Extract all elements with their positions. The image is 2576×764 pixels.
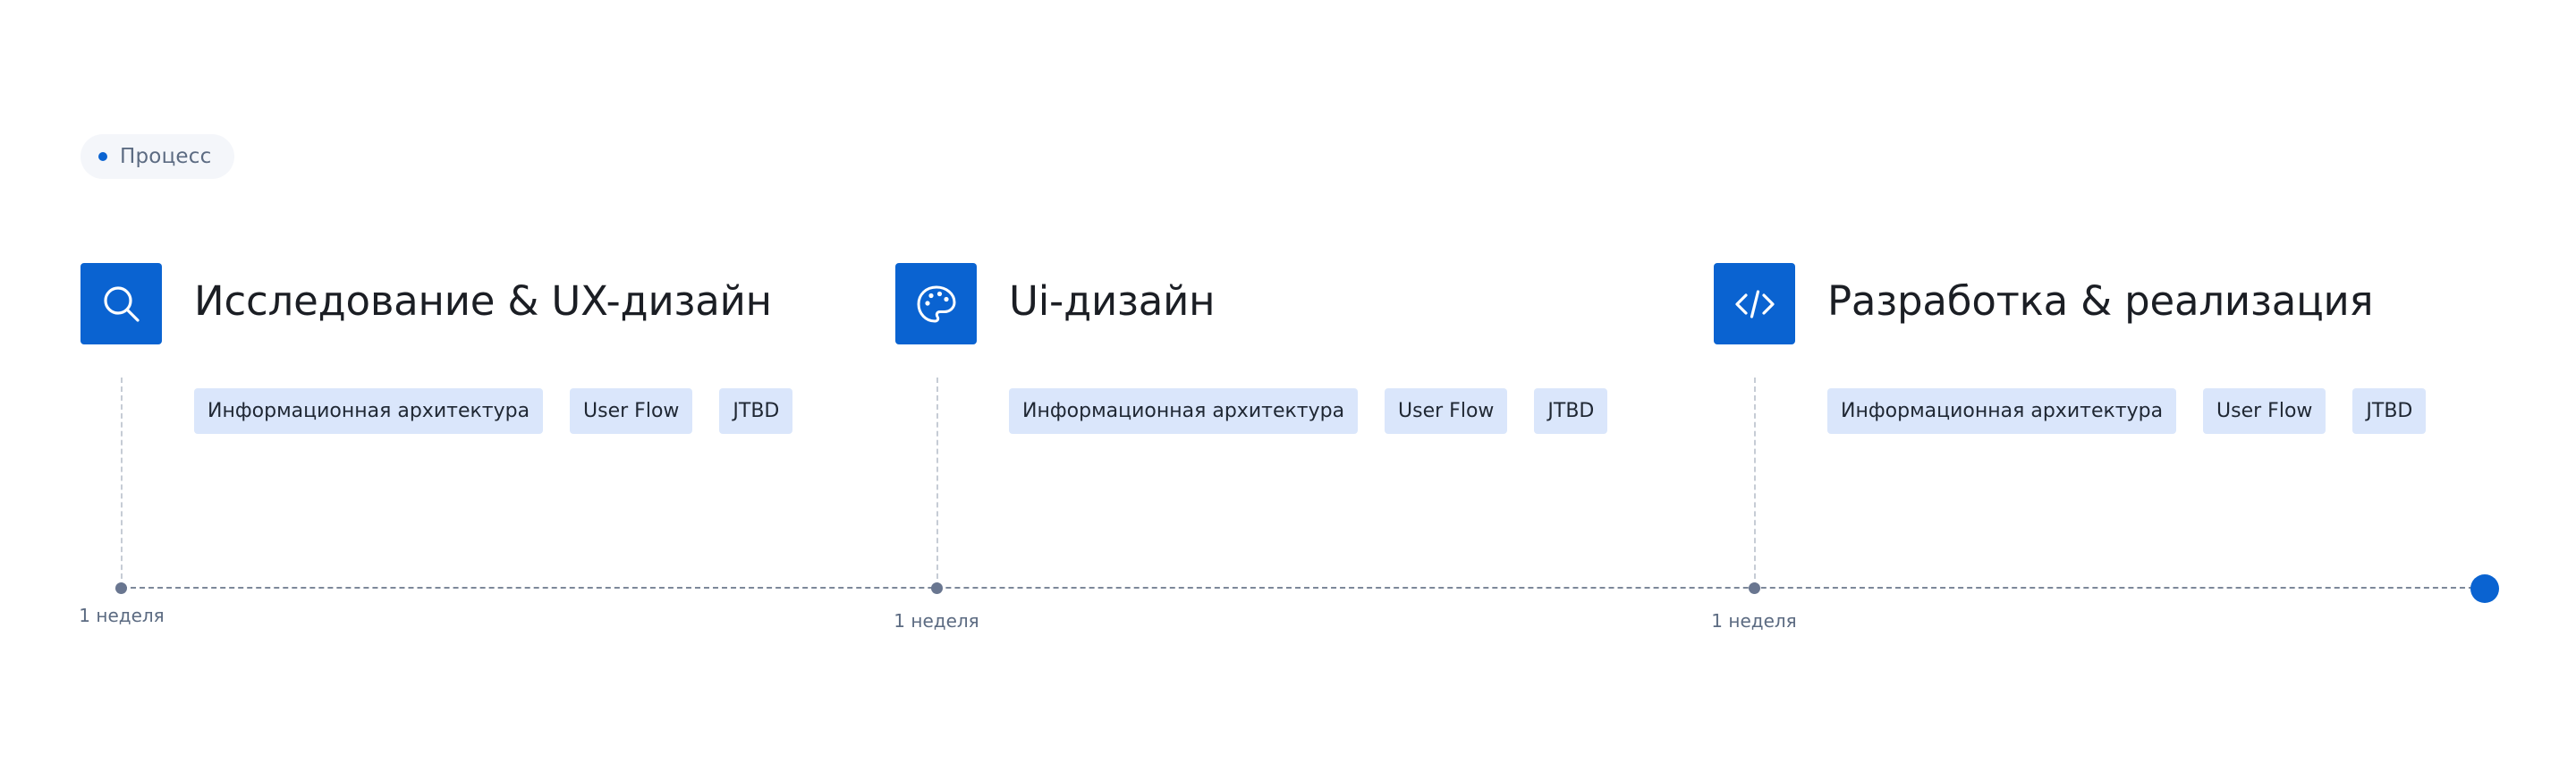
stage-title: Исследование & UX-дизайн — [194, 277, 772, 325]
palette-icon — [895, 263, 977, 344]
stage-tags: Информационная архитектура User Flow JTB… — [1827, 388, 2427, 434]
duration-label-1: 1 неделя — [79, 605, 165, 626]
tag-user-flow: User Flow — [570, 388, 693, 434]
stage-guide-line-3 — [1754, 378, 1756, 588]
timeline-tick-3 — [1749, 582, 1760, 594]
stage-title: Ui-дизайн — [1009, 277, 1216, 325]
duration-label-3: 1 неделя — [1711, 610, 1797, 632]
tag-user-flow: User Flow — [2203, 388, 2326, 434]
timeline-end-dot — [2470, 574, 2499, 603]
code-icon — [1714, 263, 1795, 344]
tag-jtbd: JTBD — [719, 388, 793, 434]
tag-jtbd: JTBD — [2352, 388, 2427, 434]
tag-user-flow: User Flow — [1385, 388, 1508, 434]
search-icon — [80, 263, 162, 344]
duration-label-2: 1 неделя — [894, 610, 979, 632]
stage-title: Разработка & реализация — [1827, 277, 2374, 325]
section-badge: Процесс — [80, 134, 235, 179]
timeline-tick-1 — [115, 582, 127, 594]
timeline-tick-2 — [931, 582, 943, 594]
stage-guide-line-1 — [121, 378, 123, 588]
badge-dot — [98, 152, 107, 161]
tag-information-architecture: Информационная архитектура — [1827, 388, 2177, 434]
tag-information-architecture: Информационная архитектура — [194, 388, 544, 434]
tag-information-architecture: Информационная архитектура — [1009, 388, 1359, 434]
tag-jtbd: JTBD — [1534, 388, 1608, 434]
stage-guide-line-2 — [936, 378, 938, 588]
badge-label: Процесс — [120, 145, 212, 168]
timeline-axis — [122, 587, 2483, 589]
stage-tags: Информационная архитектура User Flow JTB… — [194, 388, 793, 434]
stage-tags: Информационная архитектура User Flow JTB… — [1009, 388, 1608, 434]
